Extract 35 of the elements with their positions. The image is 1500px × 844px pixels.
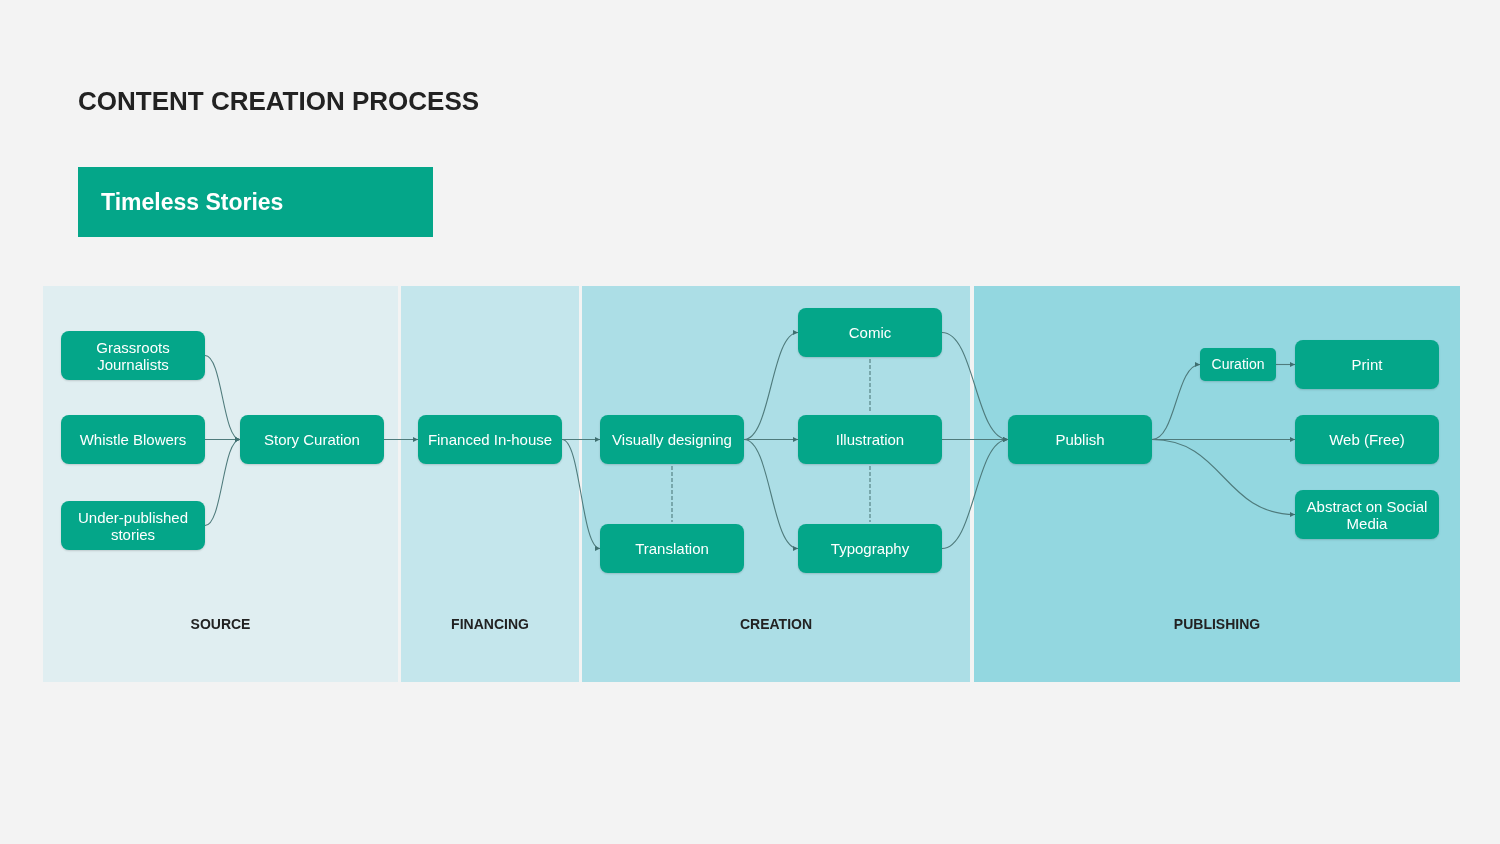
stage-band bbox=[582, 286, 970, 682]
connector-arrow bbox=[561, 436, 601, 443]
stage-label: SOURCE bbox=[189, 615, 252, 634]
stage-band bbox=[974, 286, 1460, 682]
process-box: Curation bbox=[1200, 348, 1276, 381]
process-box: Print bbox=[1295, 340, 1439, 389]
process-box: Story Curation bbox=[240, 415, 384, 464]
process-box: Comic bbox=[798, 308, 942, 357]
process-box: Translation bbox=[600, 524, 744, 573]
process-box: Whistle Blowers bbox=[61, 415, 205, 464]
stage-label: FINANCING bbox=[450, 615, 530, 634]
connector-arrow bbox=[204, 354, 241, 441]
process-box: Illustration bbox=[798, 415, 942, 464]
process-box: Visually designing bbox=[600, 415, 744, 464]
connector-arrow bbox=[1151, 438, 1296, 517]
stage-band bbox=[401, 286, 579, 682]
connector-arrow bbox=[383, 436, 419, 443]
process-box: Web (Free) bbox=[1295, 415, 1439, 464]
stage-band bbox=[43, 286, 398, 682]
process-box: Typography bbox=[798, 524, 942, 573]
process-box: Grassroots Journalists bbox=[61, 331, 205, 380]
connector-arrow bbox=[204, 438, 241, 527]
connector-arrow bbox=[743, 438, 799, 550]
connector-arrow bbox=[941, 438, 1009, 550]
process-box: Abstract on Social Media bbox=[1295, 490, 1439, 539]
connector-arrow bbox=[1151, 363, 1201, 441]
banner-box: Timeless Stories bbox=[78, 167, 433, 237]
page-title: CONTENT CREATION PROCESS bbox=[78, 85, 480, 118]
stage-label: CREATION bbox=[738, 615, 814, 634]
process-box: Under-published stories bbox=[61, 501, 205, 550]
process-box: Publish bbox=[1008, 415, 1152, 464]
connector-arrow bbox=[1275, 361, 1296, 368]
stage-label: PUBLISHING bbox=[1172, 615, 1262, 634]
connector-arrow bbox=[561, 438, 601, 550]
process-box: Financed In-house bbox=[418, 415, 562, 464]
